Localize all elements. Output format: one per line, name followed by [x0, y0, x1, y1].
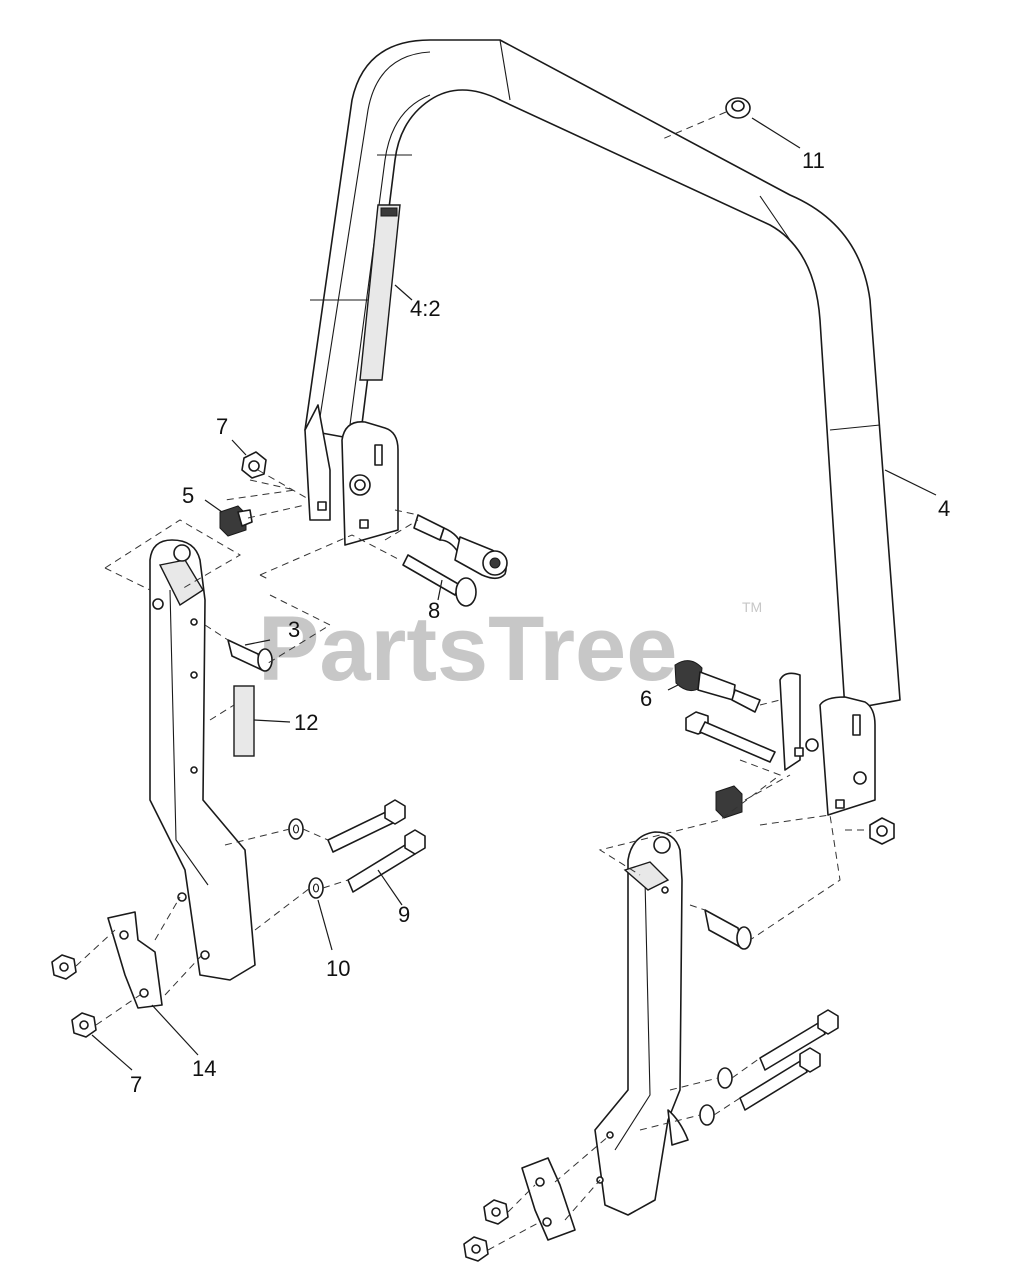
- decal-12: [233, 685, 255, 757]
- pin-right: [704, 909, 752, 950]
- callout-14: 14: [192, 1056, 216, 1081]
- watermark-trademark: TM: [742, 599, 762, 615]
- callout-11: 11: [802, 148, 825, 173]
- part-3-pin-left: [227, 639, 273, 672]
- watermark-text: PartsTree: [258, 598, 677, 700]
- callout-12: 12: [294, 710, 318, 735]
- alignment-lines: [75, 469, 870, 1251]
- roll-bar-right-bracket: [779, 672, 876, 816]
- part-8-pin: [402, 554, 477, 607]
- callout-7-upper: 7: [216, 414, 228, 439]
- part-5-knob-left: [219, 505, 253, 537]
- callout-3: 3: [288, 617, 300, 642]
- callout-4-2: 4:2: [410, 296, 441, 321]
- callout-7-lower: 7: [130, 1072, 142, 1097]
- right-upright: [594, 831, 689, 1216]
- latch-assembly-upper: [413, 514, 508, 580]
- roll-bar-left-bracket: [304, 404, 399, 546]
- leader-lines: [91, 117, 937, 1071]
- bolt-right-lower-a: [759, 1009, 839, 1071]
- callout-5: 5: [182, 483, 194, 508]
- bolt-right-upper: [685, 711, 776, 763]
- part-11-cap: [659, 97, 751, 141]
- part-10-washer-upper: [288, 818, 304, 840]
- nut-right-bracket: [869, 817, 895, 845]
- nut-right-lower-b: [463, 1236, 489, 1262]
- part-9-bolt-lower: [347, 829, 426, 893]
- part-7-nut-lower-b: [71, 1012, 97, 1038]
- part-7-nut-upper: [241, 451, 267, 479]
- nut-right-lower-a: [483, 1199, 509, 1225]
- washer-right-b: [699, 1104, 715, 1126]
- roll-bar-loop: [304, 39, 901, 711]
- callout-4: 4: [938, 496, 950, 521]
- part-9-bolt-upper: [327, 799, 406, 853]
- washer-right-a: [717, 1067, 733, 1089]
- callout-10: 10: [326, 956, 350, 981]
- callout-8: 8: [428, 598, 440, 623]
- part-6-latch: [674, 660, 761, 713]
- bolt-right-lower-b: [739, 1047, 821, 1111]
- plate-right: [521, 1157, 576, 1241]
- part-7-nut-lower-a: [51, 954, 77, 980]
- callout-6: 6: [640, 686, 652, 711]
- left-upright: [149, 539, 256, 981]
- decal-4-2: [359, 204, 401, 381]
- part-14-plate-left: [107, 911, 163, 1009]
- callout-9: 9: [398, 902, 410, 927]
- part-5-knob-right: [715, 785, 743, 819]
- part-10-washer-lower: [308, 877, 324, 899]
